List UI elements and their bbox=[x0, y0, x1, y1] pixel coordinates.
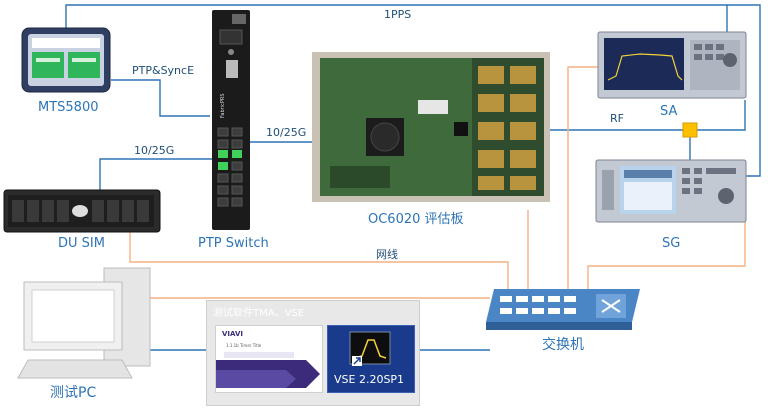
sa-label: SA bbox=[660, 104, 678, 119]
svg-text:FabricPRS: FabricPRS bbox=[220, 93, 226, 118]
viavi-logo: VIAVI bbox=[222, 330, 243, 338]
rf-to-sa-line bbox=[690, 100, 746, 131]
test-pc-label: 测试PC bbox=[50, 385, 97, 401]
du-to-switch-line bbox=[99, 158, 212, 190]
software-panel: 测试软件TMA、VSE VIAVI 1.1.1b Timer Title VSE… bbox=[206, 300, 420, 406]
sg-ethernet-line bbox=[587, 190, 746, 289]
sg-device bbox=[595, 159, 747, 223]
network-switch-device bbox=[486, 289, 640, 330]
sg-label: SG bbox=[662, 236, 681, 251]
ptp-synce-line bbox=[111, 79, 210, 117]
switch-label: 交换机 bbox=[542, 337, 584, 353]
ptp-switch-device: FabricPRS bbox=[212, 10, 250, 230]
mts5800-label: MTS5800 bbox=[38, 100, 99, 115]
pps-line bbox=[65, 4, 761, 177]
tma-caption: 1.1.1b Timer Title bbox=[226, 343, 262, 348]
vse-app-icon bbox=[349, 331, 391, 366]
test-pc-device bbox=[17, 267, 151, 379]
sa-ethernet-line bbox=[567, 66, 598, 289]
ptp-synce-label: PTP&SyncE bbox=[132, 64, 195, 77]
ethernet-label: 网线 bbox=[376, 248, 398, 261]
rf-label: RF bbox=[610, 112, 624, 125]
du-link-label: 10/25G bbox=[134, 144, 175, 157]
du-sim-device bbox=[3, 189, 161, 233]
du-ethernet-line bbox=[129, 225, 509, 289]
tma-screenshot: VIAVI 1.1.1b Timer Title bbox=[215, 325, 323, 393]
ptp-switch-label: PTP Switch bbox=[198, 236, 269, 251]
software-panel-title: 测试软件TMA、VSE bbox=[213, 308, 305, 319]
vse-shortcut[interactable]: VSE 2.20SP1 bbox=[327, 325, 415, 393]
du-sim-label: DU SIM bbox=[58, 236, 105, 251]
pps-label: 1PPS bbox=[384, 8, 412, 21]
board-link-label: 10/25G bbox=[266, 126, 307, 139]
sa-device bbox=[597, 31, 747, 99]
tma-graphic bbox=[216, 352, 320, 388]
oc6020-label: OC6020 评估板 bbox=[368, 212, 464, 227]
vse-label: VSE 2.20SP1 bbox=[334, 373, 405, 386]
mts5800-device bbox=[21, 27, 111, 93]
oc6020-board bbox=[312, 52, 550, 202]
rf-connector bbox=[682, 122, 698, 138]
